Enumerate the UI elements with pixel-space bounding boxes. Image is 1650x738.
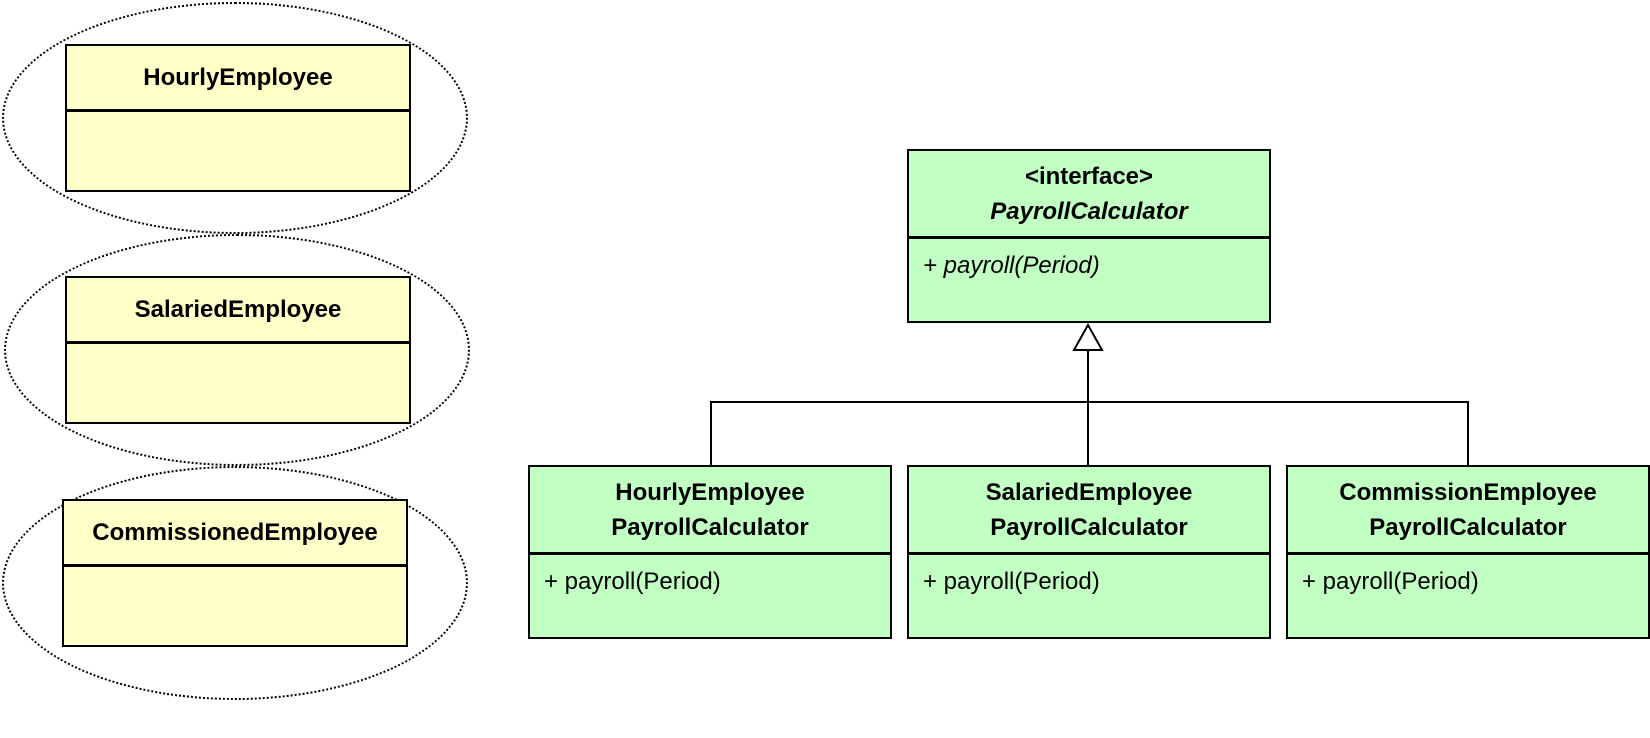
generalization-line-commission: [1088, 401, 1469, 465]
class-name-section: CommissionEmployee PayrollCalculator: [1288, 467, 1648, 555]
class-box-hourly-employee-payroll-calculator: HourlyEmployee PayrollCalculator + payro…: [528, 465, 892, 639]
generalization-arrowhead: [1072, 322, 1104, 351]
class-box-commissioned-employee: CommissionedEmployee: [62, 499, 408, 647]
interface-operation: + payroll(Period): [923, 252, 1100, 279]
class-box-salaried-employee-payroll-calculator: SalariedEmployee PayrollCalculator + pay…: [907, 465, 1271, 639]
interface-name: PayrollCalculator: [990, 197, 1188, 225]
class-name-line-2: PayrollCalculator: [1369, 513, 1567, 541]
class-name-section: CommissionedEmployee: [64, 501, 406, 567]
dotted-ellipse-salaried: [4, 234, 470, 466]
class-name-section: HourlyEmployee: [67, 46, 409, 112]
class-name: SalariedEmployee: [134, 296, 342, 323]
interface-box-payroll-calculator: <interface> PayrollCalculator + payroll(…: [907, 149, 1271, 323]
interface-name-section: <interface> PayrollCalculator: [909, 151, 1269, 239]
class-name-line-1: HourlyEmployee: [615, 478, 805, 506]
class-box-commission-employee-payroll-calculator: CommissionEmployee PayrollCalculator + p…: [1286, 465, 1650, 639]
class-name-line-2: PayrollCalculator: [990, 513, 1188, 541]
class-operation: + payroll(Period): [923, 568, 1100, 595]
class-name-line-2: PayrollCalculator: [611, 513, 809, 541]
class-operation: + payroll(Period): [544, 568, 721, 595]
class-name: CommissionedEmployee: [92, 519, 378, 546]
dotted-ellipse-commissioned: [2, 466, 468, 700]
class-name-section: SalariedEmployee: [67, 278, 409, 344]
class-name: HourlyEmployee: [143, 64, 333, 91]
class-name-line-1: CommissionEmployee: [1339, 478, 1597, 506]
class-operation: + payroll(Period): [1302, 568, 1479, 595]
class-name-section: HourlyEmployee PayrollCalculator: [530, 467, 890, 555]
class-box-hourly-employee: HourlyEmployee: [65, 44, 411, 192]
interface-stereotype: <interface>: [1024, 162, 1154, 190]
dotted-ellipse-hourly: [2, 2, 468, 234]
class-box-salaried-employee: SalariedEmployee: [65, 276, 411, 424]
class-name-section: SalariedEmployee PayrollCalculator: [909, 467, 1269, 555]
generalization-line-hourly: [710, 401, 1088, 465]
class-name-line-1: SalariedEmployee: [985, 478, 1193, 506]
